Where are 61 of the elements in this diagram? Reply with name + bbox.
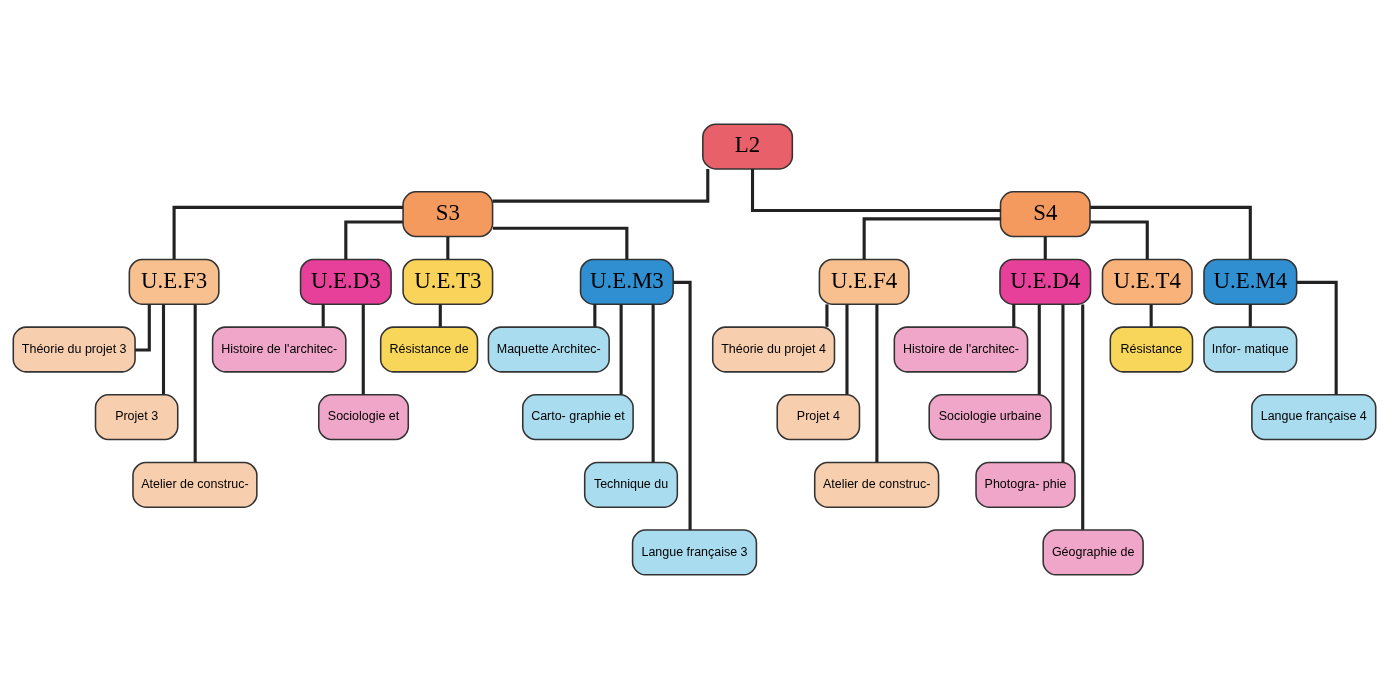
node-box: Technique du [583,461,679,508]
connector [673,280,692,530]
node-box: L2 [702,122,794,170]
connector [875,303,879,462]
connector [193,303,197,462]
connector [593,303,597,327]
connector [750,168,1001,212]
connector [172,205,403,259]
node-box: U.E.M3 [579,258,674,305]
connector [361,304,365,394]
node-box: Résistance [1109,325,1194,373]
node-box: Infor- matique [1203,325,1298,373]
node-box: Histoire de l'architec- [893,325,1029,373]
connector [1081,303,1085,530]
connector [446,236,450,259]
node-box: Projet 4 [776,393,861,440]
connector [493,226,629,259]
connector [438,303,442,327]
connector [845,304,849,394]
node-box: U.E.D4 [999,258,1092,305]
node-box: U.E.T4 [1101,258,1193,305]
connector [1090,219,1149,259]
node-box: Maquette Architec- [487,325,610,373]
node-box: Histoire de l'architec- [211,325,347,373]
node-box: Résistance de [379,325,479,373]
node-box: Projet 3 [94,393,179,440]
node-box: S4 [999,190,1091,237]
node-box: U.E.D3 [299,258,392,305]
connector [619,304,623,394]
node-box: U.E.F4 [818,258,910,305]
connector [344,219,403,259]
node-box: U.E.M4 [1203,258,1298,305]
connector [1061,303,1065,462]
node-box: Sociologie urbaine [928,393,1052,440]
node-box: U.E.F3 [128,258,220,305]
node-box: Théorie du projet 4 [711,325,836,373]
node-box: Sociologie et [318,393,410,440]
connector [825,303,829,327]
connector [862,216,1001,259]
node-box: U.E.T3 [402,258,494,305]
connector [492,168,710,203]
connector [1037,304,1041,394]
connector [1043,236,1047,259]
node-box: S3 [402,190,494,237]
connector [1012,303,1016,327]
connector [1296,280,1338,395]
node-box: Géographie de [1042,528,1144,576]
node-box: Théorie du projet 3 [12,325,136,373]
connector [1090,205,1252,259]
connector [1149,303,1153,327]
connector [321,303,325,327]
node-box: Langue française 4 [1251,393,1377,440]
connector [651,303,655,462]
node-box: Atelier de construc- [132,461,258,508]
connector [161,304,166,394]
connector [1248,303,1252,327]
node-box: Photogra- phie [975,461,1076,508]
connector [135,304,151,352]
node-box: Langue française 3 [631,528,758,576]
node-box: Atelier de construc- [813,461,940,508]
node-box: Carto- graphie et [522,393,634,440]
